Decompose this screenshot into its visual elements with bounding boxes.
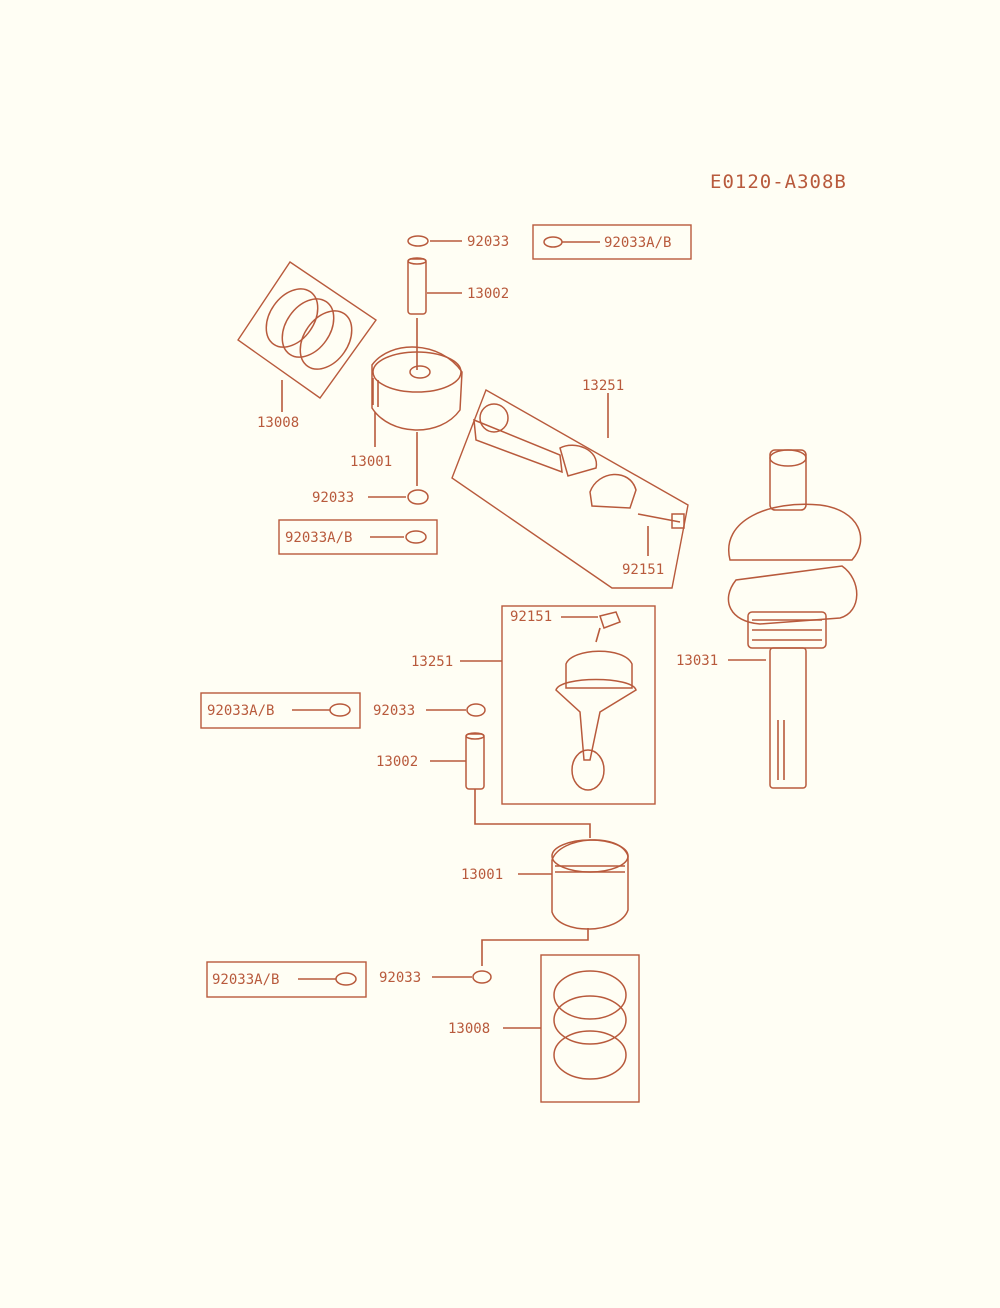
circlip-ab-lower-box[interactable] <box>200 692 361 729</box>
label-92033ab-bottom[interactable]: 92033A/B <box>212 972 279 988</box>
label-13001-top[interactable]: 13001 <box>350 454 392 470</box>
circlip-lower-part[interactable] <box>426 703 486 717</box>
label-13008-top[interactable]: 13008 <box>257 415 299 431</box>
piston-rings-bottom-part[interactable] <box>503 954 640 1103</box>
label-13008-bottom[interactable]: 13008 <box>448 1021 490 1037</box>
label-92151-lower[interactable]: 92151 <box>510 609 552 625</box>
label-92033-top[interactable]: 92033 <box>467 234 509 250</box>
circlip-ab-mid-box[interactable] <box>278 519 438 555</box>
connecting-rod-lower-part[interactable] <box>460 605 656 805</box>
circlip-bottom-part[interactable] <box>432 970 492 984</box>
piston-lower-part[interactable] <box>481 839 629 966</box>
label-13251-upper[interactable]: 13251 <box>582 378 624 394</box>
label-92033-lower[interactable]: 92033 <box>373 703 415 719</box>
label-13031[interactable]: 13031 <box>676 653 718 669</box>
circlip-top-part[interactable] <box>407 235 462 247</box>
circlip-mid-part[interactable] <box>368 489 429 505</box>
piston-top-part[interactable] <box>371 346 463 486</box>
label-92033-bottom[interactable]: 92033 <box>379 970 421 986</box>
piston-pin-top-part[interactable] <box>407 257 462 370</box>
circlip-ab-bottom-box[interactable] <box>206 961 367 998</box>
label-92033-mid[interactable]: 92033 <box>312 490 354 506</box>
connecting-rod-upper-part[interactable] <box>451 388 689 589</box>
label-13002-lower[interactable]: 13002 <box>376 754 418 770</box>
crankshaft-part[interactable] <box>727 449 862 789</box>
diagram-code: E0120-A308B <box>710 171 847 193</box>
piston-pin-lower-part[interactable] <box>430 732 591 838</box>
piston-rings-top-part[interactable] <box>237 261 377 412</box>
label-92033ab-lower[interactable]: 92033A/B <box>207 703 274 719</box>
label-92033ab-mid[interactable]: 92033A/B <box>285 530 352 546</box>
label-92151-upper[interactable]: 92151 <box>622 562 664 578</box>
circlip-ab-top-box[interactable] <box>532 224 692 260</box>
label-13251-lower[interactable]: 13251 <box>411 654 453 670</box>
label-13002-top[interactable]: 13002 <box>467 286 509 302</box>
label-92033ab-top[interactable]: 92033A/B <box>604 235 671 251</box>
label-13001-lower[interactable]: 13001 <box>461 867 503 883</box>
